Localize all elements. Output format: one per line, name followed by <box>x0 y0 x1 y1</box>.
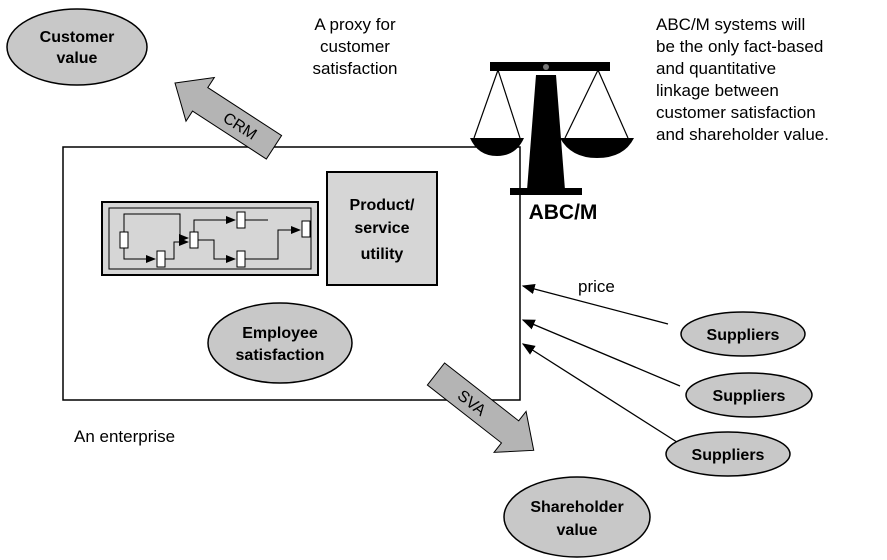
suppliers-ellipse-1 <box>680 311 806 357</box>
supplier-arrow-3 <box>521 343 681 445</box>
product-utility-line2: service <box>354 220 409 237</box>
customer-value-line1: Customer <box>40 29 115 46</box>
customer-value-ellipse <box>6 8 148 86</box>
sva-arrow: SVA <box>426 362 535 453</box>
employee-satisfaction-line1: Employee <box>242 325 318 342</box>
abcm-label: ABC/M <box>529 201 598 224</box>
crm-arrow: CRM <box>174 76 283 160</box>
supplier-arrow-2 <box>521 319 681 387</box>
customer-value-line2: value <box>57 50 98 67</box>
abcm-note-line2: be the only fact-based <box>656 37 823 56</box>
shareholder-value-line1: Shareholder <box>530 499 623 516</box>
price-label: price <box>578 277 615 296</box>
abcm-note-line6: and shareholder value. <box>656 125 829 144</box>
proxy-note-line2: customer <box>320 37 390 56</box>
suppliers-ellipse-3 <box>665 431 791 477</box>
enterprise-box <box>62 146 521 401</box>
enterprise-label: An enterprise <box>74 427 175 446</box>
product-utility-line3: utility <box>361 246 404 263</box>
suppliers-label-3: Suppliers <box>692 447 765 464</box>
product-utility-line1: Product/ <box>350 197 415 214</box>
balance-scale-icon <box>470 62 634 195</box>
process-flow-box <box>101 201 319 276</box>
abcm-note-line3: and quantitative <box>656 59 776 78</box>
suppliers-label-2: Suppliers <box>713 388 786 405</box>
employee-satisfaction-line2: satisfaction <box>236 347 325 364</box>
shareholder-value-ellipse <box>503 476 651 558</box>
abcm-note-line4: linkage between <box>656 81 779 100</box>
suppliers-ellipse-2 <box>685 372 813 418</box>
abcm-note-line5: customer satisfaction <box>656 103 816 122</box>
proxy-note-line3: satisfaction <box>312 59 397 78</box>
supplier-arrow-1 <box>521 283 669 325</box>
employee-satisfaction-ellipse <box>207 302 353 384</box>
suppliers-label-1: Suppliers <box>707 327 780 344</box>
product-utility-box <box>326 171 438 286</box>
shareholder-value-line2: value <box>557 522 598 539</box>
proxy-note-line1: A proxy for <box>314 15 396 34</box>
abcm-note-line1: ABC/M systems will <box>656 15 805 34</box>
